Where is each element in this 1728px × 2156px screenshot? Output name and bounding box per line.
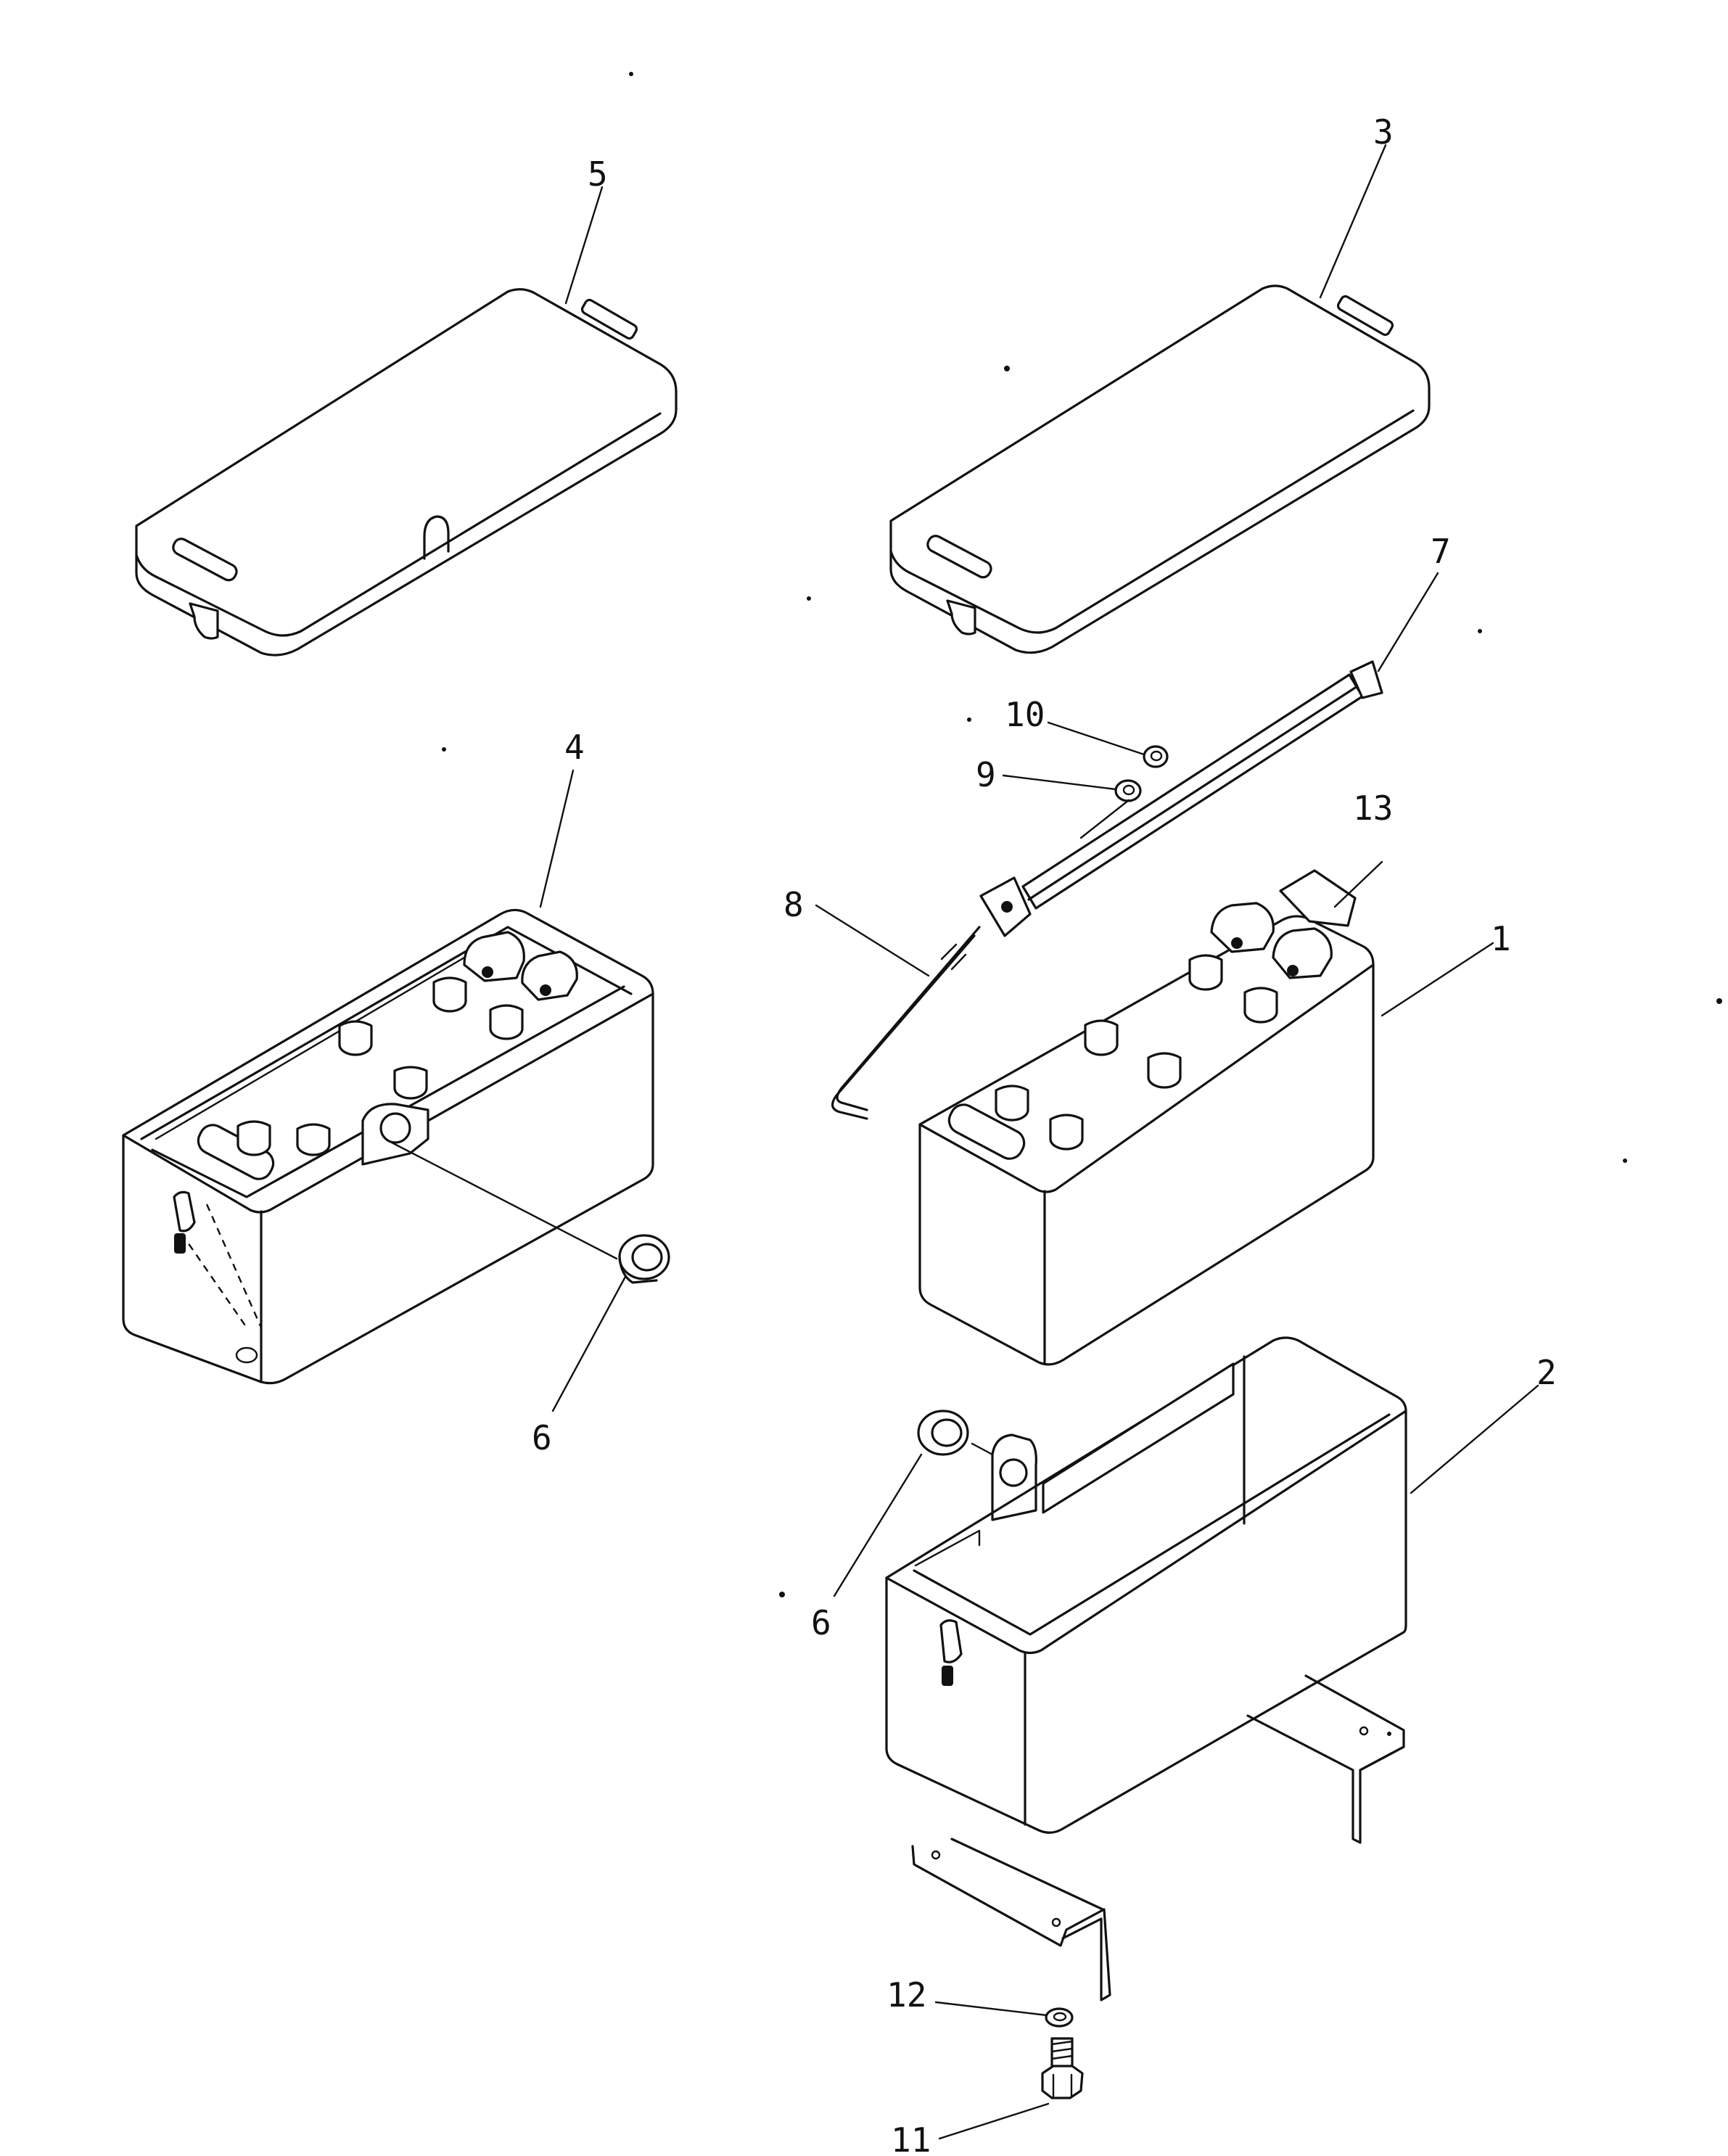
terminal-caps-left [236,976,524,1156]
leader-9 [1002,774,1117,791]
bolt-11 [1041,2037,1084,2099]
nut-10 [1143,745,1169,768]
battery-caps [995,954,1278,1151]
battery-cover-right [889,284,1431,654]
terminal-clamps-left [463,931,578,1001]
leader-4 [539,769,575,908]
callout-6-left: 6 [532,1418,552,1457]
callout-3: 3 [1373,112,1394,152]
leader-1 [1381,942,1494,1017]
battery-box-assembly [122,908,654,1385]
leader-6a-line [390,1141,618,1260]
battery-box-tray [885,1336,1407,1834]
callout-7: 7 [1431,532,1451,571]
lock-washer-12 [1045,2007,1074,2028]
callout-5: 5 [588,155,608,194]
leader-6b [833,1453,923,1597]
callout-4: 4 [564,728,585,767]
leader-13 [1333,860,1383,908]
callout-6-right: 6 [811,1603,831,1642]
callout-2: 2 [1536,1353,1557,1392]
mounting-bracket-upper [1246,1674,1405,1844]
stray-dots [442,72,1722,1736]
leader-11 [938,2102,1050,2140]
callout-11: 11 [891,2120,931,2156]
leader-6a [551,1275,627,1412]
callout-9: 9 [976,755,996,794]
callout-1: 1 [1491,919,1511,958]
mounting-bracket-lower [911,1838,1111,2001]
j-bolt [831,926,981,1120]
leader-9-tail [1079,799,1130,839]
leader-8 [815,904,930,977]
battery-terminal-clamps [1210,902,1333,979]
callout-labels: 5 3 4 6 6 7 8 9 10 13 1 2 12 11 [532,112,1557,2156]
leader-5 [564,186,604,305]
label-plate [1279,869,1357,927]
leader-6b-tail [971,1442,994,1456]
battery-cover-left [135,288,678,657]
rubber-bushing-right [917,1410,969,1456]
leader-7 [1377,572,1439,672]
leader-2 [1410,1384,1539,1494]
callout-12: 12 [886,1975,926,2015]
battery [918,902,1375,1366]
callout-10: 10 [1005,695,1045,734]
washer-9 [1114,779,1142,802]
leader-lines [390,144,1539,2140]
callout-8: 8 [783,885,804,924]
hold-down-bar [979,660,1383,937]
leader-10 [1047,721,1145,756]
callout-13: 13 [1353,789,1393,828]
leader-12 [934,2001,1048,2017]
rubber-bushing-left [618,1234,670,1284]
leader-3 [1319,144,1387,299]
